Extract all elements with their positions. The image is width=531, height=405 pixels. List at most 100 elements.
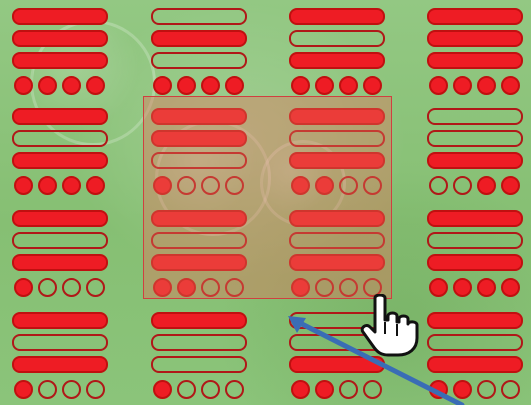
dot-row [153, 176, 245, 196]
filled-bar [12, 30, 108, 47]
filled-bar [151, 312, 247, 329]
dot-row [153, 76, 245, 96]
filled-bar [151, 254, 247, 271]
filled-dot [339, 76, 358, 95]
filled-bar [427, 8, 523, 25]
filled-dot [153, 76, 172, 95]
pattern-card[interactable] [289, 210, 385, 302]
filled-bar [427, 30, 523, 47]
filled-dot [477, 176, 496, 195]
empty-dot [177, 176, 196, 195]
filled-bar [12, 312, 108, 329]
filled-dot [291, 278, 310, 297]
empty-dot [363, 278, 382, 297]
dot-row [429, 278, 521, 298]
pattern-card[interactable] [12, 210, 108, 302]
dot-row [14, 380, 106, 400]
empty-dot [177, 380, 196, 399]
filled-bar [427, 210, 523, 227]
filled-bar [12, 152, 108, 169]
pattern-card[interactable] [427, 312, 523, 404]
pattern-card[interactable] [289, 8, 385, 100]
empty-bar [12, 232, 108, 249]
empty-dot [339, 278, 358, 297]
pattern-card[interactable] [427, 108, 523, 200]
filled-dot [291, 76, 310, 95]
filled-dot [363, 76, 382, 95]
filled-dot [477, 278, 496, 297]
filled-bar [427, 254, 523, 271]
dot-row [291, 76, 383, 96]
selection-rectangle[interactable] [143, 96, 392, 299]
empty-dot [86, 278, 105, 297]
pattern-card[interactable] [151, 312, 247, 404]
pattern-card[interactable] [12, 312, 108, 404]
dot-row [14, 278, 106, 298]
dot-row [291, 176, 383, 196]
empty-dot [38, 380, 57, 399]
filled-bar [151, 130, 247, 147]
pattern-card[interactable] [151, 210, 247, 302]
filled-dot [501, 76, 520, 95]
filled-dot [429, 76, 448, 95]
pattern-card[interactable] [427, 8, 523, 100]
filled-dot [501, 176, 520, 195]
filled-dot [501, 278, 520, 297]
empty-dot [339, 176, 358, 195]
filled-dot [453, 380, 472, 399]
empty-bar [151, 8, 247, 25]
filled-dot [177, 278, 196, 297]
dot-row [153, 380, 245, 400]
filled-bar [12, 210, 108, 227]
dot-row [14, 76, 106, 96]
empty-bar [427, 108, 523, 125]
filled-dot [86, 176, 105, 195]
filled-dot [225, 76, 244, 95]
filled-bar [12, 8, 108, 25]
filled-dot [453, 278, 472, 297]
empty-dot [225, 176, 244, 195]
empty-bar [427, 334, 523, 351]
filled-dot [477, 76, 496, 95]
empty-dot [62, 278, 81, 297]
empty-bar [151, 152, 247, 169]
pattern-card[interactable] [151, 108, 247, 200]
empty-bar [289, 30, 385, 47]
empty-dot [477, 380, 496, 399]
pattern-card[interactable] [289, 312, 385, 404]
empty-dot [429, 176, 448, 195]
filled-dot [62, 176, 81, 195]
filled-dot [153, 176, 172, 195]
filled-dot [453, 76, 472, 95]
filled-bar [289, 52, 385, 69]
dot-row [14, 176, 106, 196]
filled-bar [12, 254, 108, 271]
pattern-card[interactable] [12, 8, 108, 100]
empty-bar [151, 356, 247, 373]
filled-dot [14, 380, 33, 399]
empty-bar [151, 52, 247, 69]
filled-bar [427, 312, 523, 329]
filled-dot [62, 76, 81, 95]
filled-bar [151, 210, 247, 227]
empty-dot [501, 380, 520, 399]
dot-row [429, 76, 521, 96]
pattern-card[interactable] [427, 210, 523, 302]
pattern-card[interactable] [289, 108, 385, 200]
empty-dot [363, 380, 382, 399]
filled-bar [12, 52, 108, 69]
empty-dot [225, 278, 244, 297]
filled-dot [315, 176, 334, 195]
filled-bar [151, 108, 247, 125]
filled-bar [12, 108, 108, 125]
pattern-card[interactable] [12, 108, 108, 200]
filled-bar [289, 210, 385, 227]
empty-bar [12, 334, 108, 351]
dot-row [291, 380, 383, 400]
empty-dot [38, 278, 57, 297]
filled-bar [151, 30, 247, 47]
pattern-card[interactable] [151, 8, 247, 100]
empty-bar [151, 232, 247, 249]
